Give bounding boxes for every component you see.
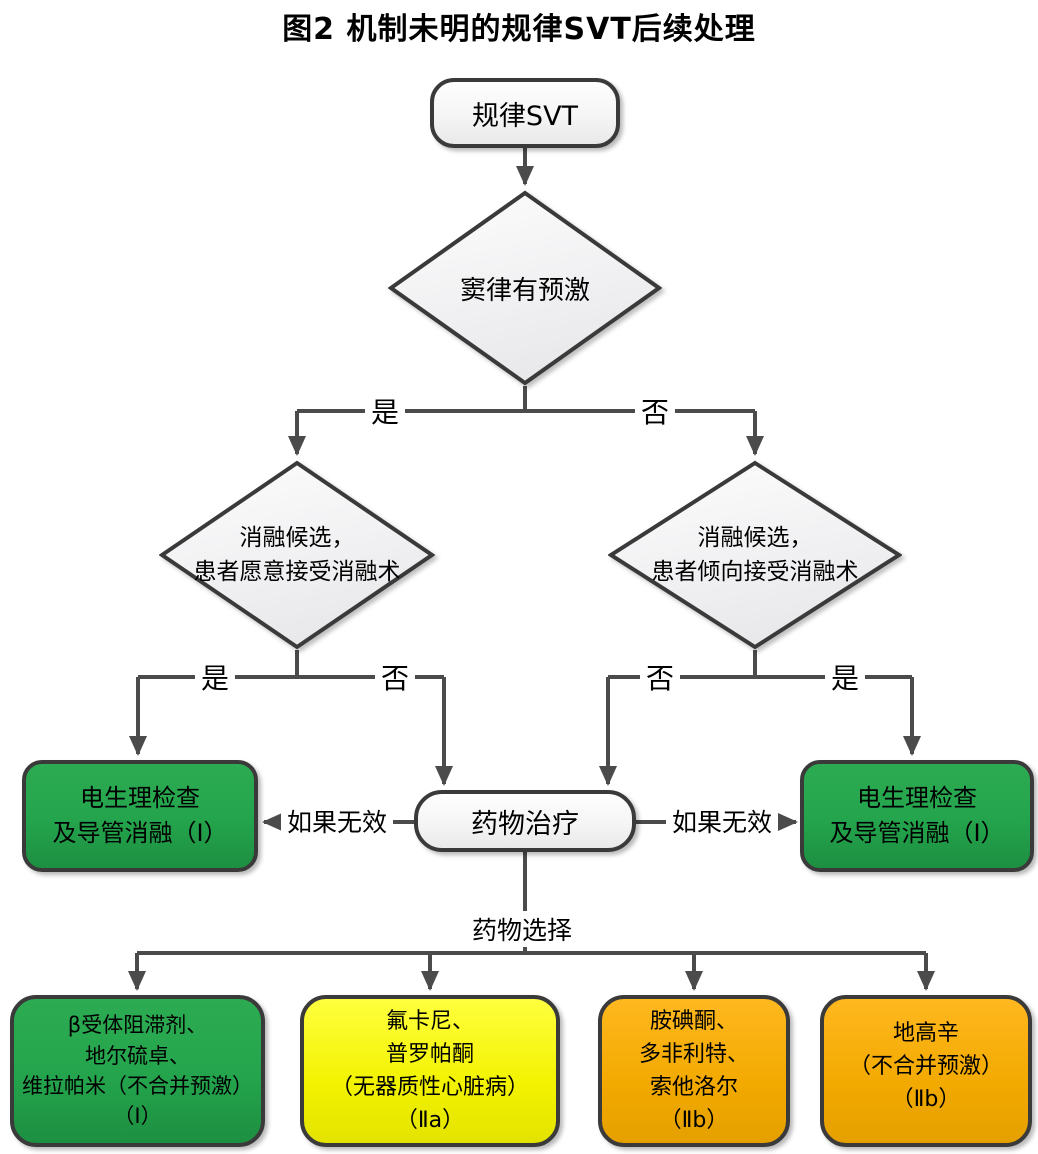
node-drug-amiodarone-line4: （Ⅱb） <box>659 1108 729 1133</box>
node-drug-amiodarone-line2: 多非利特、 <box>638 1042 749 1067</box>
edge-label-d3-yes: 是 <box>824 657 866 697</box>
node-decision-prefer-ablation: 消融候选， 患者倾向接受消融术 <box>608 460 902 650</box>
figure-title: 图2 机制未明的规律SVT后续处理 <box>282 12 756 47</box>
node-decision-willing-line1: 消融候选， <box>239 524 355 551</box>
edge-label-d1-yes: 是 <box>364 391 406 431</box>
edge-label-ineffective-right: 如果无效 <box>665 803 779 839</box>
node-decision-willing-line2: 患者愿意接受消融术 <box>193 559 401 585</box>
node-drug-betablocker-line4: （Ⅰ） <box>113 1104 162 1129</box>
node-start: 规律SVT <box>430 78 620 148</box>
node-decision-prefer-line2: 患者倾向接受消融术 <box>651 559 859 585</box>
node-ep-ablation-left-line2: 及导管消融（Ⅰ） <box>52 819 228 847</box>
node-drug-digoxin-line3: （Ⅱb） <box>891 1087 961 1112</box>
node-drug-flecainide-line4: （Ⅱa） <box>395 1108 465 1133</box>
node-drug-betablocker-line1: β受体阻滞剂、 <box>67 1013 208 1038</box>
node-ep-ablation-right-line2: 及导管消融（Ⅰ） <box>829 819 1005 847</box>
node-drug-flecainide-line3: （无器质性心脏病） <box>330 1075 529 1100</box>
diamond-shape <box>608 460 902 650</box>
edge-label-d2-yes: 是 <box>194 657 236 697</box>
node-drug-flecainide: 氟卡尼、 普罗帕酮 （无器质性心脏病） （Ⅱa） <box>300 995 560 1147</box>
node-drug-digoxin-line1: 地高辛 <box>892 1021 959 1046</box>
node-start-label: 规律SVT <box>471 100 579 132</box>
node-decision-willing-ablation: 消融候选， 患者愿意接受消融术 <box>159 460 435 650</box>
edge-label-ineffective-left: 如果无效 <box>280 803 394 839</box>
node-drug-flecainide-line1: 氟卡尼、 <box>385 1009 474 1034</box>
diamond-shape <box>159 460 435 650</box>
node-drug-betablocker-line2: 地尔硫卓、 <box>85 1043 190 1068</box>
node-decision-preexcitation-label: 窦律有预激 <box>459 275 590 306</box>
node-ep-ablation-left-line1: 电生理检查 <box>80 784 200 813</box>
edge-label-d3-no: 否 <box>639 657 681 697</box>
node-decision-prefer-line1: 消融候选， <box>697 524 813 551</box>
node-drug-amiodarone-line3: 索他洛尔 <box>649 1075 738 1100</box>
edge-label-d1-no: 否 <box>634 391 676 431</box>
node-drug-betablocker: β受体阻滞剂、 地尔硫卓、 维拉帕米（不合并预激） （Ⅰ） <box>10 995 265 1147</box>
edge-label-d2-no: 否 <box>374 657 416 697</box>
node-drug-therapy: 药物治疗 <box>414 790 636 852</box>
node-ep-ablation-right: 电生理检查 及导管消融（Ⅰ） <box>800 760 1034 872</box>
node-drug-betablocker-line3: 维拉帕米（不合并预激） <box>22 1074 253 1098</box>
node-ep-ablation-right-line1: 电生理检查 <box>857 784 977 813</box>
node-drug-amiodarone: 胺碘酮、 多非利特、 索他洛尔 （Ⅱb） <box>598 995 790 1147</box>
node-ep-ablation-left: 电生理检查 及导管消融（Ⅰ） <box>22 760 258 872</box>
node-drug-therapy-label: 药物治疗 <box>471 808 579 840</box>
node-drug-digoxin-line2: （不合并预激） <box>848 1054 1003 1079</box>
node-drug-flecainide-line2: 普罗帕酮 <box>385 1042 474 1067</box>
edge-label-drug-choice: 药物选择 <box>465 911 579 947</box>
node-decision-preexcitation: 窦律有预激 <box>388 190 662 386</box>
node-drug-amiodarone-line1: 胺碘酮、 <box>649 1009 738 1034</box>
node-drug-digoxin: 地高辛 （不合并预激） （Ⅱb） <box>820 995 1032 1147</box>
diamond-shape <box>388 190 662 386</box>
